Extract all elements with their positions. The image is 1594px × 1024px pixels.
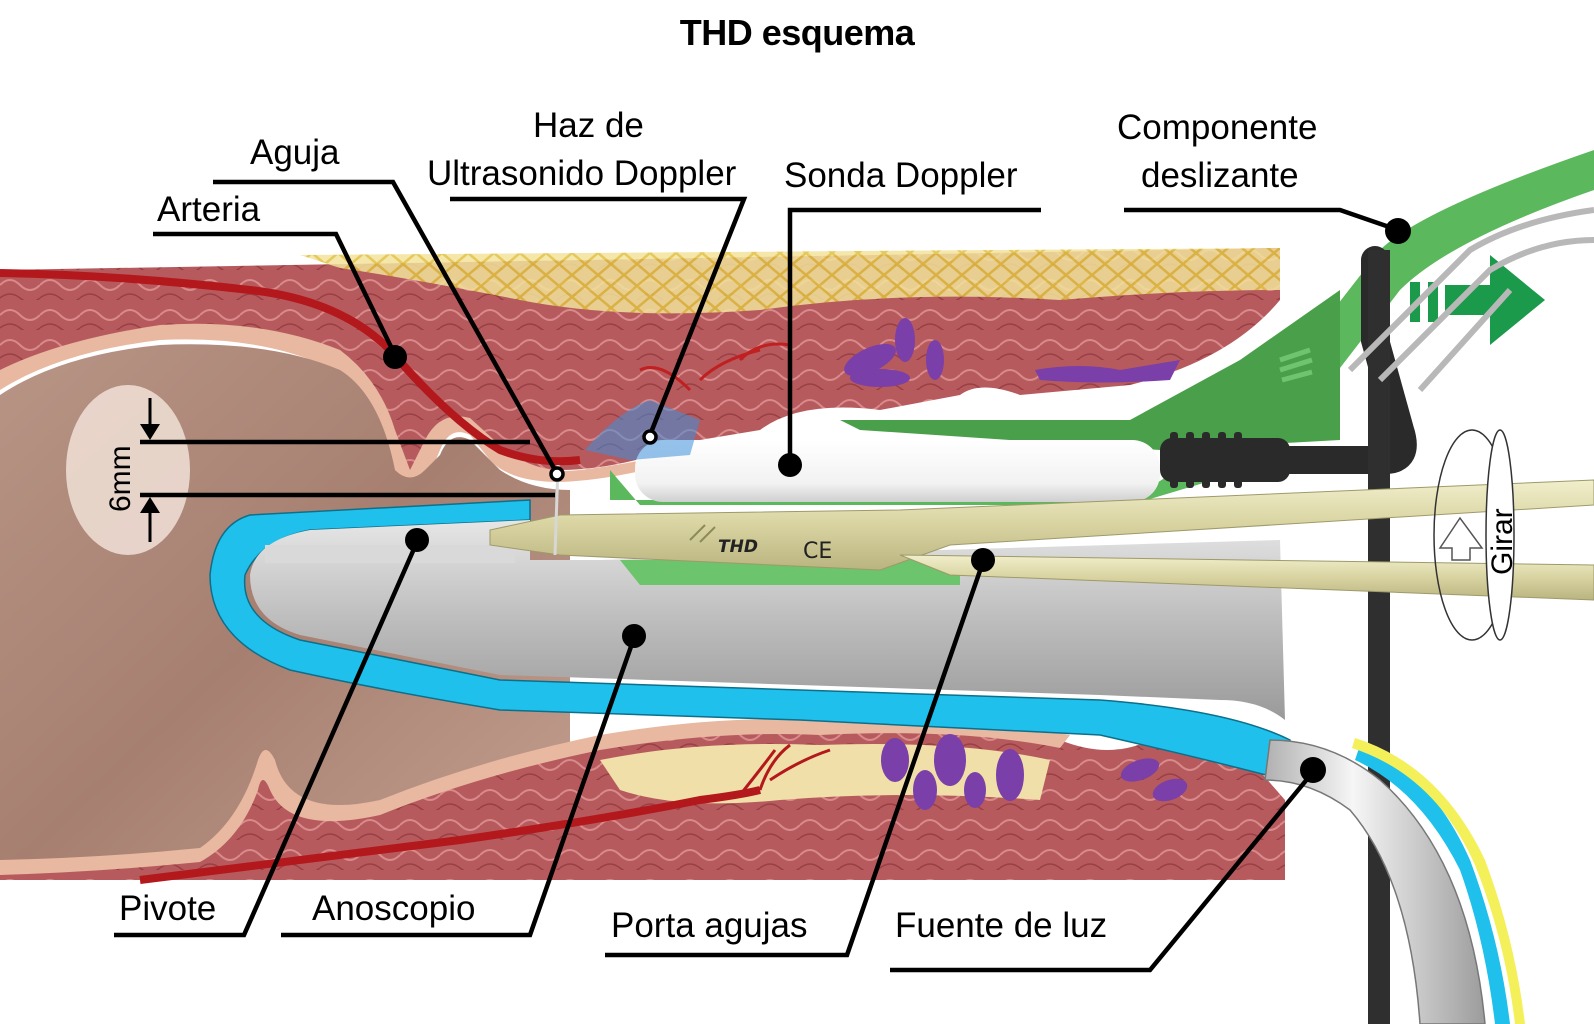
diagram-title: THD esquema [679,12,915,53]
thd-brand-mark: THD [718,537,758,557]
rotate-arrow-icon [1438,516,1484,561]
ribs-icon [1279,347,1313,383]
label-porta-agujas: Porta agujas [611,906,808,945]
ce-mark: CE [803,539,832,564]
label-anoscopio: Anoscopio [312,889,475,928]
callout-sonda-doppler [778,207,1041,477]
arrow-up-icon [140,497,160,513]
measurement-6mm: 6mm [104,398,555,542]
label-arteria: Arteria [157,190,261,229]
callout-porta-agujas [605,548,995,958]
hemorrhoid-plexus-upper [844,318,1180,387]
needle-holder: THD CE [489,479,1594,601]
artery-branches [639,342,791,392]
artery-lower [139,786,761,884]
label-sonda-doppler: Sonda Doppler [784,156,1018,195]
artery-upper [0,269,581,466]
label-pivote: Pivote [119,889,216,928]
label-fuente-de-luz: Fuente de luz [895,906,1107,945]
label-haz-line1: Haz de [533,106,644,145]
callout-haz-ultrasonido [450,196,748,445]
ultrasound-beam [585,400,700,460]
arrow-down-icon [140,424,160,440]
label-componente-line1: Componente [1117,108,1317,147]
callout-anoscopio [281,624,646,938]
label-aguja: Aguja [250,133,340,172]
artery-lower-branches [738,743,831,796]
callout-aguja [213,179,565,482]
callout-fuente-de-luz [890,757,1326,973]
rotate-ring: Girar [1433,429,1519,641]
measurement-label: 6mm [104,445,137,512]
label-componente-line2: deslizante [1141,156,1299,195]
hemorrhoid-plexus-lower [881,734,1188,810]
support-rod [1368,250,1390,1024]
rotate-label: Girar [1486,508,1519,575]
probe-cable-connector [1160,432,1290,488]
callout-componente-deslizante [1124,207,1411,244]
label-haz-line2: Ultrasonido Doppler [427,154,737,193]
retracted-outline [1347,207,1594,393]
callout-arteria [153,231,407,369]
callout-pivote [114,528,429,938]
